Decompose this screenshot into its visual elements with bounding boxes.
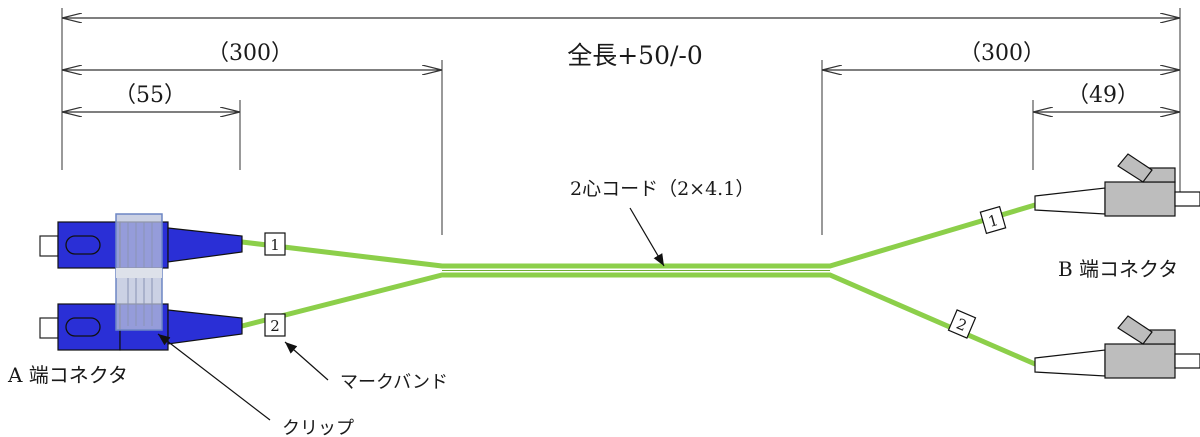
mark-band-a-bottom: 2 [264, 313, 286, 337]
leader-arrows [157, 207, 665, 421]
svg-text:2: 2 [270, 317, 280, 335]
mark-band-label: マークバンド [340, 372, 448, 393]
b-end-connector-label: B 端コネクタ [1058, 257, 1178, 281]
a-end-connector [39, 213, 243, 351]
lc-connector-top [1034, 153, 1200, 217]
left-connector-dimension: （55） [114, 83, 186, 108]
total-length-label: 全長+50/-0 [567, 41, 703, 70]
mark-band-b-top: 1 [979, 205, 1007, 235]
mark-band-a-top: 1 [264, 232, 286, 256]
b-end-connector [1034, 153, 1200, 379]
dimension-lines [62, 18, 1180, 112]
two-core-cord [239, 202, 1038, 367]
svg-text:1: 1 [986, 211, 1000, 231]
right-connector-dimension: （49） [1067, 83, 1139, 108]
a-end-connector-label: A 端コネクタ [7, 363, 128, 387]
lc-connector-bottom [1034, 315, 1200, 379]
duplex-clip [115, 213, 163, 331]
svg-text:1: 1 [270, 236, 280, 254]
mark-band-b-bottom: 2 [947, 309, 977, 339]
right-breakout-dimension: （300） [959, 41, 1045, 66]
cord-label: 2心コード（2×4.1） [570, 178, 754, 200]
left-breakout-dimension: （300） [207, 41, 293, 66]
clip-label: クリップ [282, 418, 354, 437]
